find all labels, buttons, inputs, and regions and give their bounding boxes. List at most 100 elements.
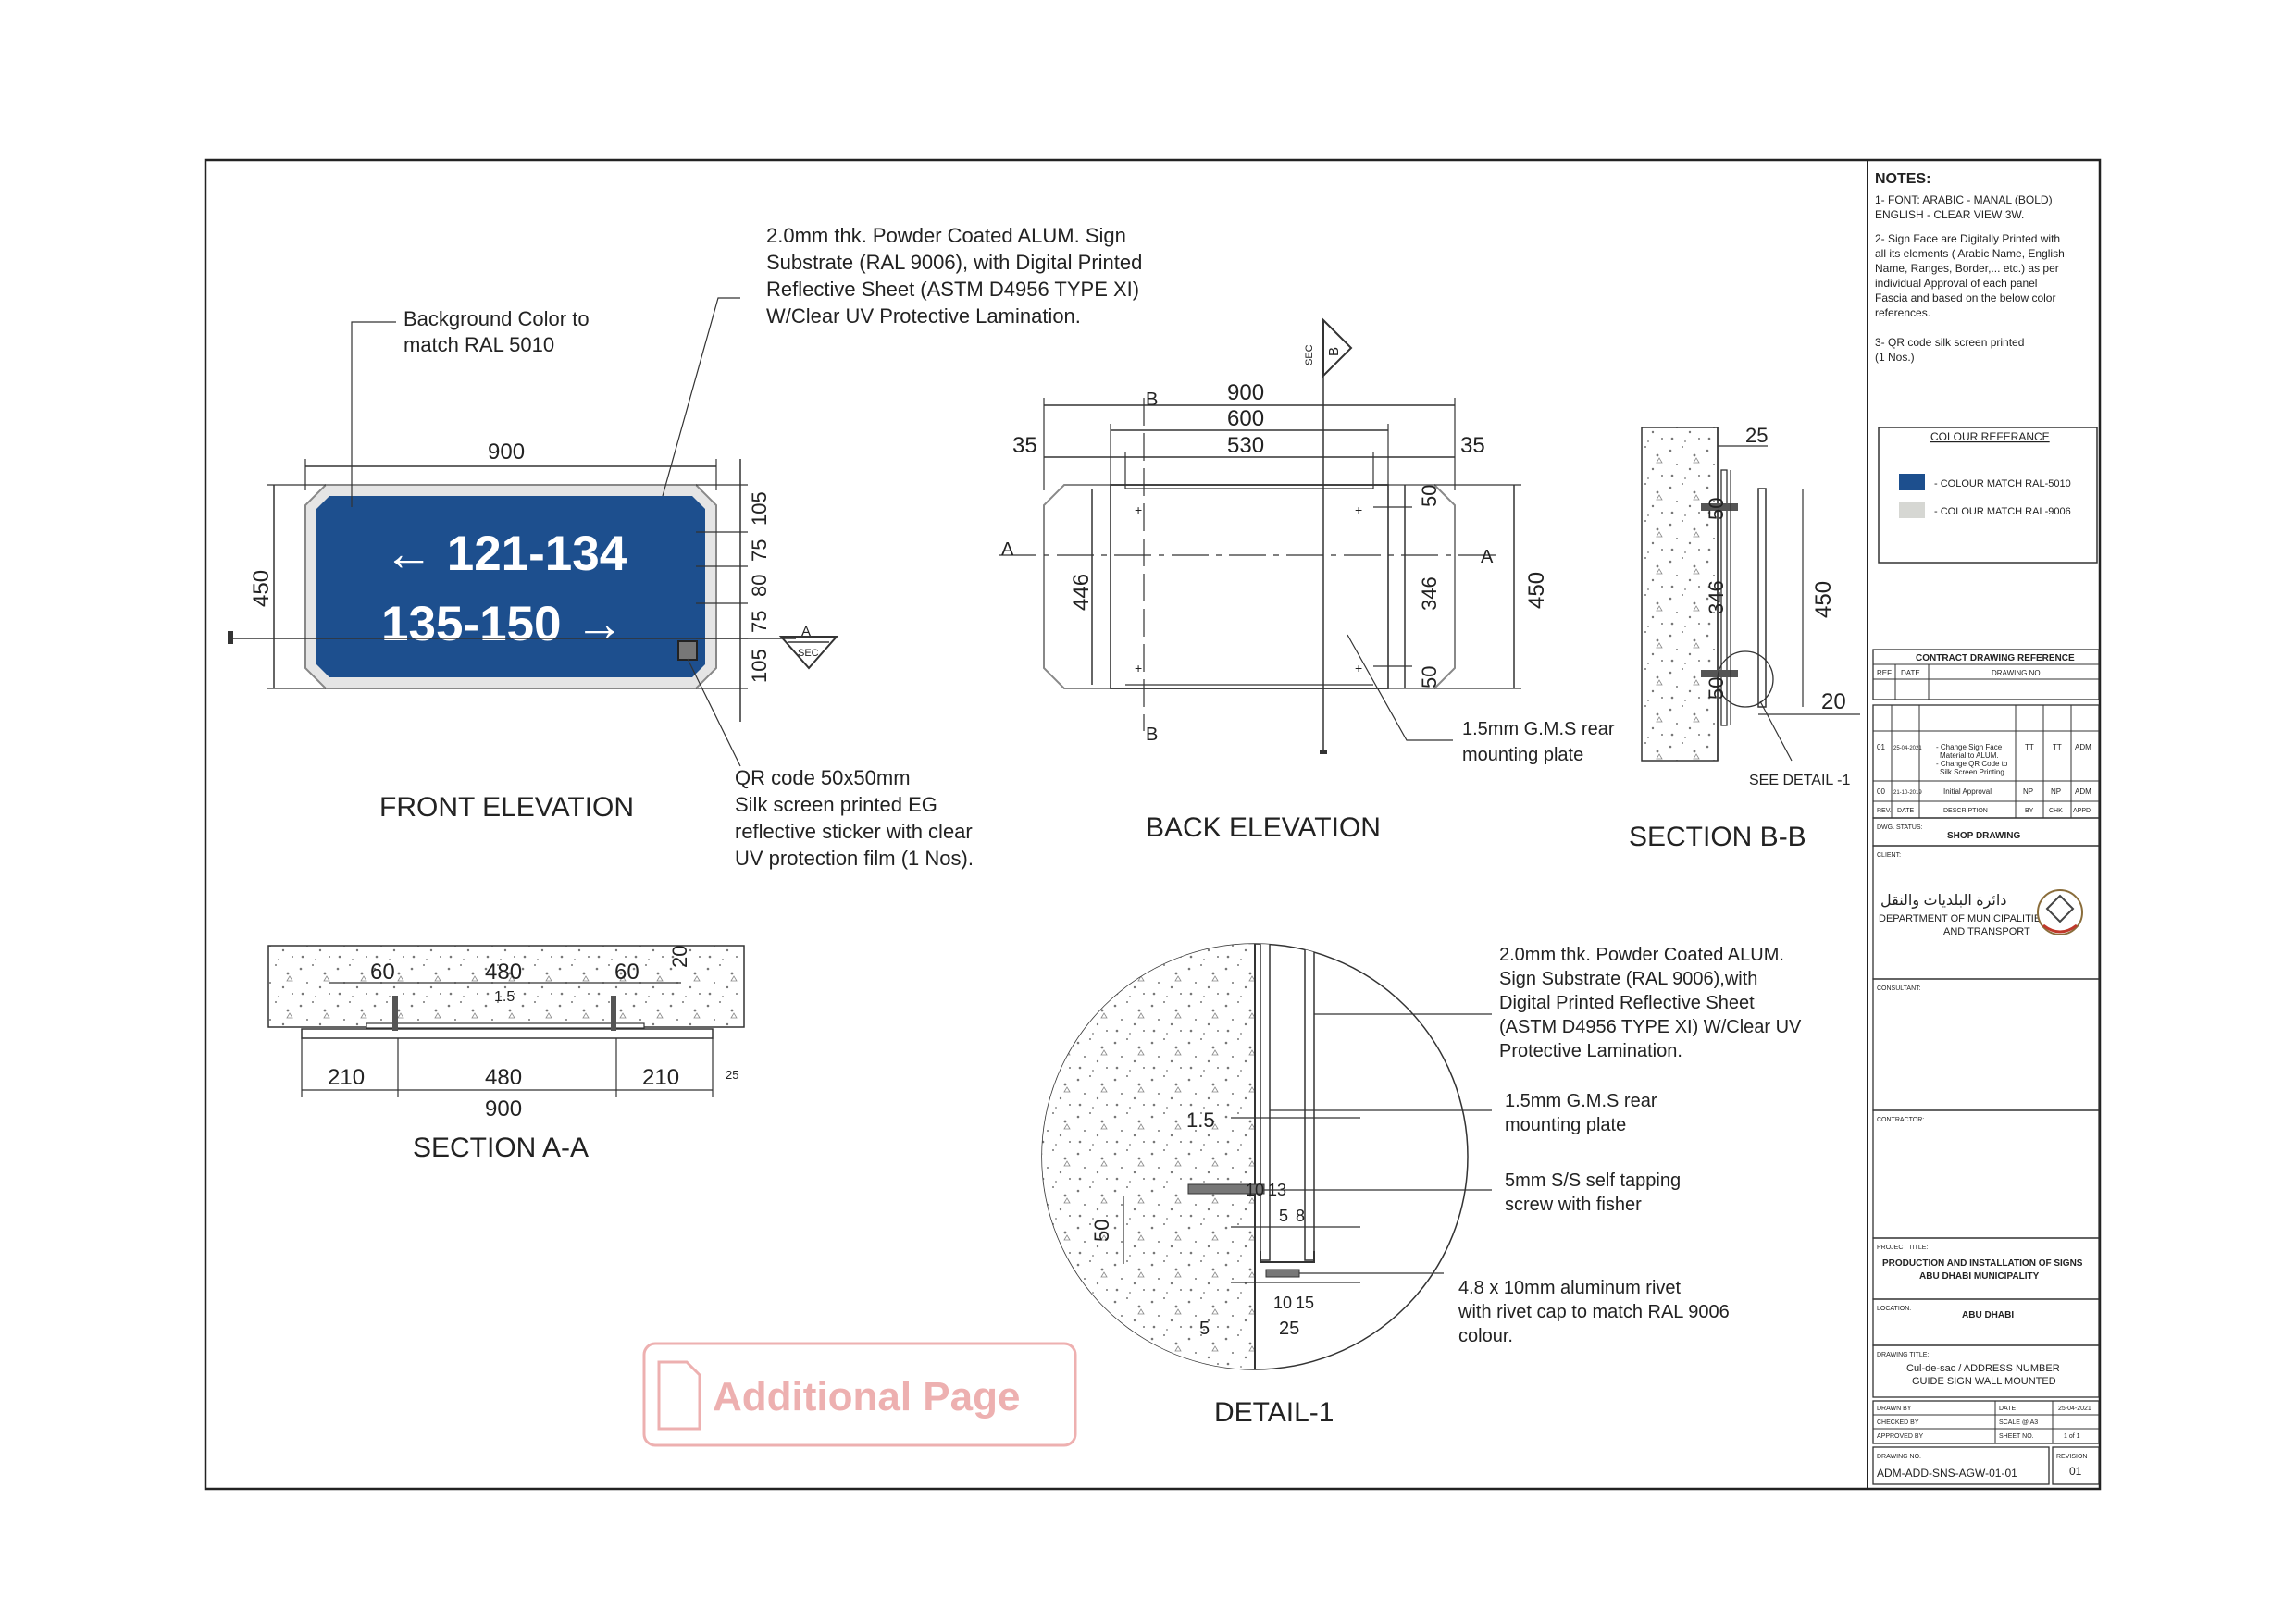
revision-box [2052,1446,2100,1485]
front-dim-r4: 75 [748,611,771,633]
section-aa-label-480b: 480 [485,1065,522,1090]
note-2f: references. [1875,306,1930,319]
section-aa-label-480a: 480 [485,960,522,985]
detail-1-note-1b: Sign Substrate (RAL 9006),with [1499,969,1757,989]
client-label: CLIENT: [1877,852,1901,859]
back-cut-b-bottom: B [1146,725,1158,745]
back-dim-346: 346 [1418,576,1441,611]
note-substrate-2: Substrate (RAL 9006), with Digital Print… [766,251,1142,274]
section-bb-wall [1641,427,1719,762]
drawing-title-label: DRAWING TITLE: [1877,1352,1929,1358]
colour-label-ral9006: - COLOUR MATCH RAL-9006 [1934,506,2071,517]
section-aa-screw-right [611,996,616,1031]
rev-header-desc: DESCRIPTION [1943,808,1988,814]
colour-swatch-ral9006 [1899,502,1925,518]
drawn-date-value: 25-04-2021 [2058,1406,2091,1412]
location-value: ABU DHABI [1962,1310,2014,1320]
section-bb-sign [1757,488,1767,708]
note-2d: individual Approval of each panel [1875,277,2037,290]
rev-row2-d1: Initial Approval [1943,787,1992,796]
detail-1-note-4c: colour. [1458,1326,1513,1346]
section-aa-label-60a: 60 [370,960,395,985]
drawing-title-box [1872,1344,2100,1398]
section-aa-label-210b: 210 [642,1065,679,1090]
section-bb-screw-top [1701,503,1738,511]
back-elevation-title: BACK ELEVATION [1146,812,1381,843]
detail-1-note-1c: Digital Printed Reflective Sheet [1499,993,1755,1013]
detail-1-note-2a: 1.5mm G.M.S rear [1505,1091,1657,1111]
back-dim-35-left: 35 [1012,433,1037,458]
title-block: NOTES: 1- FONT: ARABIC - MANAL (BOLD) EN… [1872,171,2100,1485]
section-aa-label-900: 900 [485,1096,522,1121]
detail-1-label-10: 10 [1246,1181,1264,1199]
rev-header-rev: REV. [1877,808,1892,814]
section-a-marker [778,636,839,670]
front-dim-r1: 105 [748,491,771,526]
section-aa-label-20: 20 [668,946,691,968]
section-bb: 25 50 346 50 450 20 SEE DETAIL -1 SECTIO… [1629,424,1860,852]
note-1a: 1- FONT: ARABIC - MANAL (BOLD) [1875,193,2053,206]
section-bb-screw-bottom [1701,670,1738,677]
document-icon [657,1360,701,1431]
back-mount-note-1: 1.5mm G.M.S rear [1462,719,1615,739]
rev-row1-appd: ADM [2075,743,2091,751]
contract-ref-h1: REF. [1877,669,1893,677]
rev-row1-d4: Silk Screen Printing [1940,768,2004,776]
section-aa-label-25: 25 [726,1068,738,1082]
note-2c: Name, Ranges, Border,... etc.) as per [1875,262,2059,275]
detail-1-label-5b: 5 [1199,1319,1210,1339]
note-2e: Fascia and based on the below color [1875,291,2055,304]
contractor-box [1872,1109,2100,1239]
leader-background-color [351,321,396,507]
note-background-1: Background Color to [403,307,590,330]
detail-1-note-3b: screw with fisher [1505,1195,1642,1215]
drawn-box [1872,1400,2100,1444]
detail-1-title: DETAIL-1 [1214,1397,1334,1428]
sheet-no-value: 1 of 1 [2064,1433,2080,1440]
back-dim-600: 600 [1227,406,1264,431]
drawn-by-label: DRAWN BY [1877,1406,1912,1412]
approved-by-label: APPROVED BY [1877,1433,1924,1440]
note-1b: ENGLISH - CLEAR VIEW 3W. [1875,208,2024,221]
back-dim-50-bottom: 50 [1418,666,1441,688]
rev-row1-d2: Material to ALUM. [1940,751,1999,760]
note-background-2: match RAL 5010 [403,333,554,356]
section-aa-sign [301,1028,714,1039]
project-line-1: PRODUCTION AND INSTALLATION OF SIGNS [1882,1258,2083,1269]
colour-reference-title: COLOUR REFERANCE [1930,430,2050,443]
sign-line-1: ← 121-134 [384,527,627,581]
section-bb-label-346: 346 [1705,580,1728,614]
back-centerline-end [1320,750,1327,754]
drawing-frame [204,158,2102,1491]
detail-1-screw [1187,1183,1265,1195]
detail-1-label-10b: 10 [1273,1294,1292,1312]
detail-1-sign [1304,944,1315,1261]
drawing-title-line-1: Cul-de-sac / ADDRESS NUMBER [1906,1363,2060,1374]
detail-1-label-15b: 15 [1296,1294,1314,1312]
detail-1-label-5: 5 [1279,1207,1288,1225]
rev-row2-date: 21-10-2019 [1893,790,1922,796]
detail-1: 1.5 50 10 13 5 8 10 15 5 25 2.0mm thk. P… [1041,943,1802,1428]
section-bb-plate [1720,469,1728,726]
leader-qr [687,658,741,767]
detail-1-note-1a: 2.0mm thk. Powder Coated ALUM. [1499,945,1784,965]
back-dim-450: 450 [1524,572,1549,609]
section-b-marker [1322,317,1353,378]
rev-row1-chk: TT [2053,743,2062,751]
drawing-no-value: ADM-ADD-SNS-AGW-01-01 [1877,1467,2017,1480]
rev-row2-by: NP [2023,787,2033,796]
back-dim-50-top: 50 [1418,485,1441,507]
detail-1-label-8: 8 [1296,1207,1305,1225]
detail-1-rivet [1265,1269,1300,1278]
detail-1-note-3a: 5mm S/S self tapping [1505,1171,1681,1191]
section-bb-label-50a: 50 [1705,498,1728,520]
back-cut-b-top: B [1146,390,1158,410]
client-line-1: DEPARTMENT OF MUNICIPALITIES [1879,913,2048,924]
detail-1-label-25: 25 [1279,1319,1299,1339]
scale-label: SCALE @ A3 [1999,1419,2038,1426]
back-screw-2: + [1355,502,1362,517]
front-dim-r5: 105 [748,649,771,683]
dwg-status-label: DWG. STATUS: [1877,824,1923,831]
contract-ref-h2: DATE [1901,669,1920,677]
